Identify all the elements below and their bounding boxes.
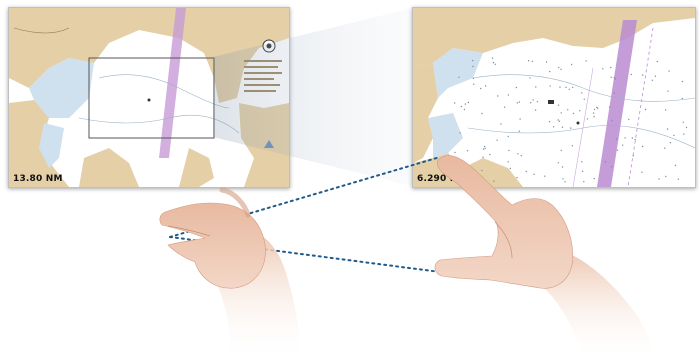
right-hand-spread-icon [435,155,660,363]
zoom-projection-beam [213,8,412,186]
left-hand-pinch-icon [160,190,300,363]
